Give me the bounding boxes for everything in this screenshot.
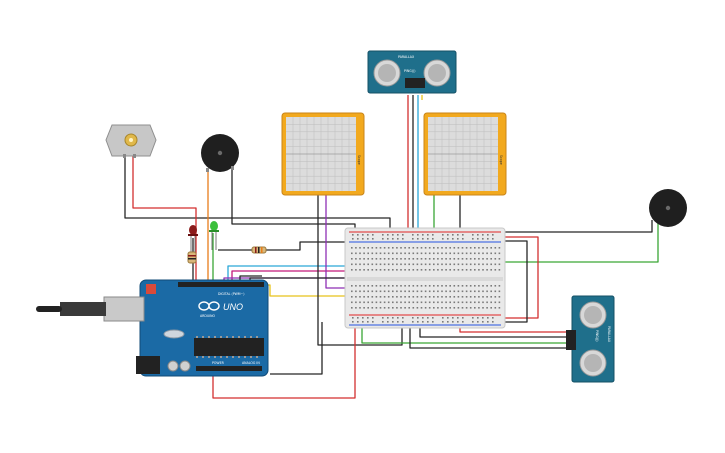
digital-header[interactable]: [178, 282, 264, 287]
scope-left-label: Scope: [357, 155, 361, 165]
oscilloscope-right[interactable]: Scope: [423, 112, 507, 196]
power-pins-label: POWER: [212, 361, 225, 365]
resistor[interactable]: [251, 246, 267, 254]
usb-connector: [103, 296, 145, 322]
ultrasonic-top-pin-label: PING))): [404, 69, 415, 73]
wire-us-right-green[interactable]: [361, 322, 570, 344]
usb-cable: [60, 302, 106, 316]
atmega-chip: [194, 338, 264, 356]
ultrasonic-right-pin-label: PING))): [595, 330, 599, 341]
wire-rail-red-right[interactable]: [500, 236, 539, 319]
wire-rail-black-right[interactable]: [500, 240, 528, 323]
ultrasonic-sensor-right[interactable]: PING))) PARALLAX: [566, 295, 615, 383]
wire-resistor[interactable]: [218, 241, 348, 251]
piezo-buzzer-left[interactable]: [201, 134, 239, 172]
led-green[interactable]: [209, 221, 219, 250]
wire-yellow[interactable]: [255, 284, 358, 297]
ultrasonic-right-brand: PARALLAX: [607, 326, 611, 343]
power-header[interactable]: [196, 366, 262, 371]
brand-label: ARDUINO: [200, 314, 216, 318]
scope-right-label: Scope: [499, 155, 503, 165]
wire-motor-black[interactable]: [124, 155, 391, 232]
breadboard-holes: [351, 234, 501, 323]
breadboard[interactable]: [344, 227, 506, 329]
resistor-led[interactable]: [187, 251, 197, 264]
wire-motor-red[interactable]: [132, 155, 197, 283]
arduino-logo: [198, 301, 220, 311]
wire-power-red[interactable]: [212, 322, 356, 399]
reset-button[interactable]: [146, 284, 156, 294]
piezo-buzzer-right[interactable]: [649, 189, 687, 227]
oscilloscope-left[interactable]: Scope: [281, 112, 365, 196]
wire-buzzer-right-green[interactable]: [466, 222, 659, 263]
power-jack: [136, 356, 160, 374]
analog-pins-label: ANALOG IN: [242, 361, 260, 365]
board-name-label: UNO: [223, 302, 243, 312]
led-red[interactable]: [188, 225, 198, 252]
arduino-uno[interactable]: UNO ARDUINO DIGITAL (PWM~) POWER ANALOG …: [36, 279, 269, 377]
wire-us-right-black2[interactable]: [409, 322, 570, 349]
dc-motor[interactable]: [105, 124, 157, 158]
ultrasonic-sensor-top[interactable]: PING))) PARALLAX: [367, 50, 457, 94]
digital-pins-label: DIGITAL (PWM~): [218, 292, 244, 296]
wire-scope-left-black[interactable]: [317, 195, 403, 346]
wire-power-black[interactable]: [270, 322, 323, 375]
ultrasonic-top-brand: PARALLAX: [398, 55, 415, 59]
wire-buzzer-right-black[interactable]: [500, 220, 653, 233]
